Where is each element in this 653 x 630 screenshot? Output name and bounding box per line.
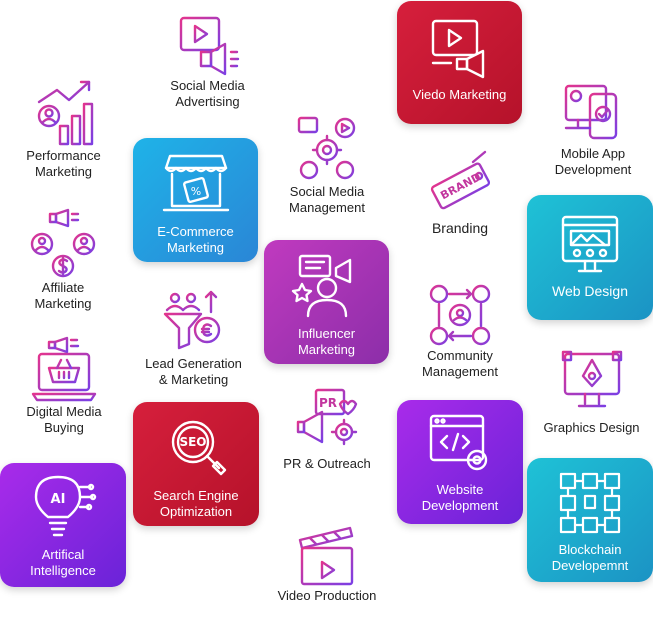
service-label: Artifical Intelligence — [30, 547, 96, 578]
affiliate-people-icon — [30, 208, 96, 278]
service-label: Influencer Marketing — [297, 326, 356, 357]
brand-tag-icon: BRAND — [430, 150, 491, 210]
service-label: E-Commerce Marketing — [157, 224, 234, 255]
service-label: Affiliate Marketing — [34, 280, 92, 311]
tile-blockchain-development[interactable]: Blockchain Developemnt — [527, 458, 653, 582]
tile-seo[interactable]: SEO Search Engine Optimization — [133, 402, 259, 526]
online-store-icon: % — [162, 154, 229, 212]
service-graphics-design[interactable]: Graphics Design — [534, 348, 649, 436]
tile-influencer-marketing[interactable]: Influencer Marketing — [264, 240, 389, 364]
service-label: Web Design — [551, 283, 628, 299]
service-social-media-management[interactable]: Social Media Management — [277, 114, 377, 216]
clapperboard-icon — [298, 526, 354, 586]
service-pr-outreach[interactable]: PR PR & Outreach — [272, 386, 382, 472]
brand-text: BRAND — [438, 170, 483, 202]
community-network-icon — [429, 284, 491, 346]
influencer-icon — [291, 254, 351, 318]
tile-ecommerce-marketing[interactable]: % E-Commerce Marketing — [133, 138, 258, 262]
service-performance-marketing[interactable]: Performance Marketing — [16, 78, 111, 180]
video-megaphone-icon — [431, 19, 484, 79]
pr-text: PR — [319, 396, 337, 410]
ai-text: AI — [51, 492, 66, 507]
service-label: Mobile App Development — [554, 146, 632, 177]
pr-megaphone-icon: PR — [296, 388, 358, 446]
service-label: Social Media Management — [289, 184, 365, 215]
tile-web-design[interactable]: Web Design — [527, 195, 653, 320]
service-label: Blockchain Developemnt — [551, 542, 629, 573]
seo-magnifier-icon: SEO — [171, 420, 227, 476]
mobile-app-icon — [564, 84, 618, 140]
service-social-media-advertising[interactable]: Social Media Advertising — [145, 12, 270, 110]
service-label: Community Management — [422, 348, 498, 379]
service-label: Graphics Design — [543, 420, 640, 435]
service-affiliate-marketing[interactable]: Affiliate Marketing — [18, 208, 108, 312]
service-video-production[interactable]: Video Production — [262, 522, 392, 604]
tile-artificial-intelligence[interactable]: AI Artifical Intelligence — [0, 463, 126, 587]
service-label: Lead Generation & Marketing — [145, 356, 242, 387]
service-label: Branding — [431, 220, 489, 236]
service-label: Search Engine Optimization — [153, 488, 239, 519]
service-branding[interactable]: BRAND Branding — [410, 150, 510, 236]
tile-website-development[interactable]: Website Development — [397, 400, 523, 524]
service-label: Performance Marketing — [26, 148, 101, 179]
service-label: Digital Media Buying — [26, 404, 102, 435]
seo-text: SEO — [179, 435, 206, 449]
web-design-icon — [561, 215, 619, 273]
service-digital-media-buying[interactable]: Digital Media Buying — [14, 336, 114, 436]
service-mobile-app-development[interactable]: Mobile App Development — [537, 80, 649, 178]
social-gear-icon — [297, 116, 356, 180]
service-community-management[interactable]: Community Management — [412, 282, 508, 380]
tile-video-marketing[interactable]: Viedo Marketing — [397, 1, 522, 124]
percent-text: % — [190, 185, 200, 198]
code-window-icon — [429, 414, 488, 471]
laptop-basket-icon — [31, 336, 97, 402]
service-label: Viedo Marketing — [412, 87, 507, 102]
service-label: Website Development — [421, 482, 499, 513]
pen-tool-icon — [561, 350, 622, 408]
megaphone-video-icon — [179, 16, 239, 76]
service-label: PR & Outreach — [283, 456, 371, 471]
lead-funnel-icon — [163, 290, 220, 350]
blockchain-cubes-icon — [559, 472, 621, 534]
growth-chart-icon — [35, 80, 96, 146]
service-lead-generation[interactable]: Lead Generation & Marketing — [136, 290, 251, 388]
service-label: Video Production — [277, 588, 377, 603]
service-label: Social Media Advertising — [170, 78, 245, 109]
ai-bulb-icon: AI — [34, 475, 97, 537]
